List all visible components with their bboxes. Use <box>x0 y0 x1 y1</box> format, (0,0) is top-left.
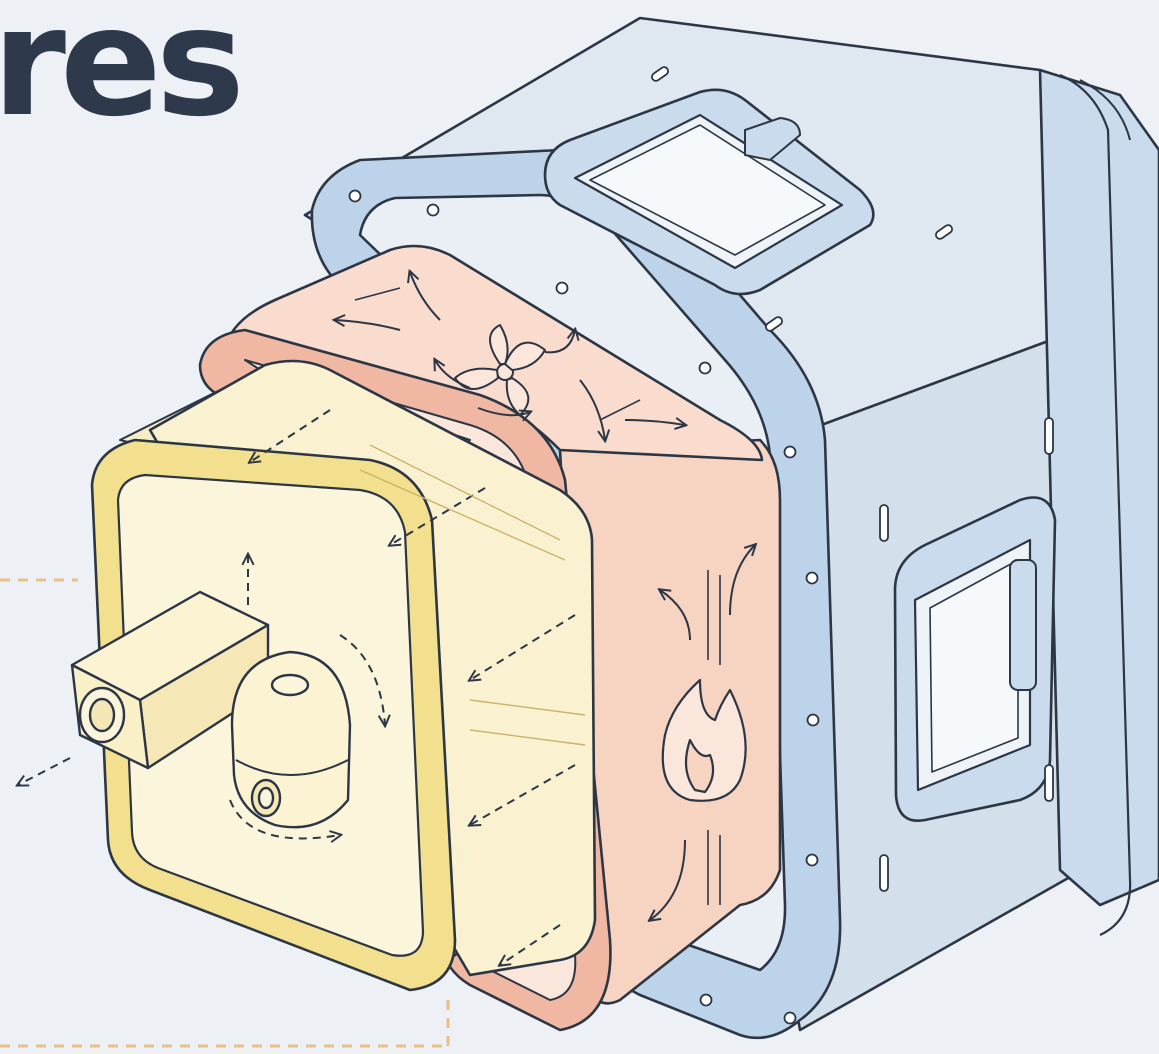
shell-back-band <box>1040 70 1159 905</box>
dome-camera-icon <box>232 652 350 827</box>
